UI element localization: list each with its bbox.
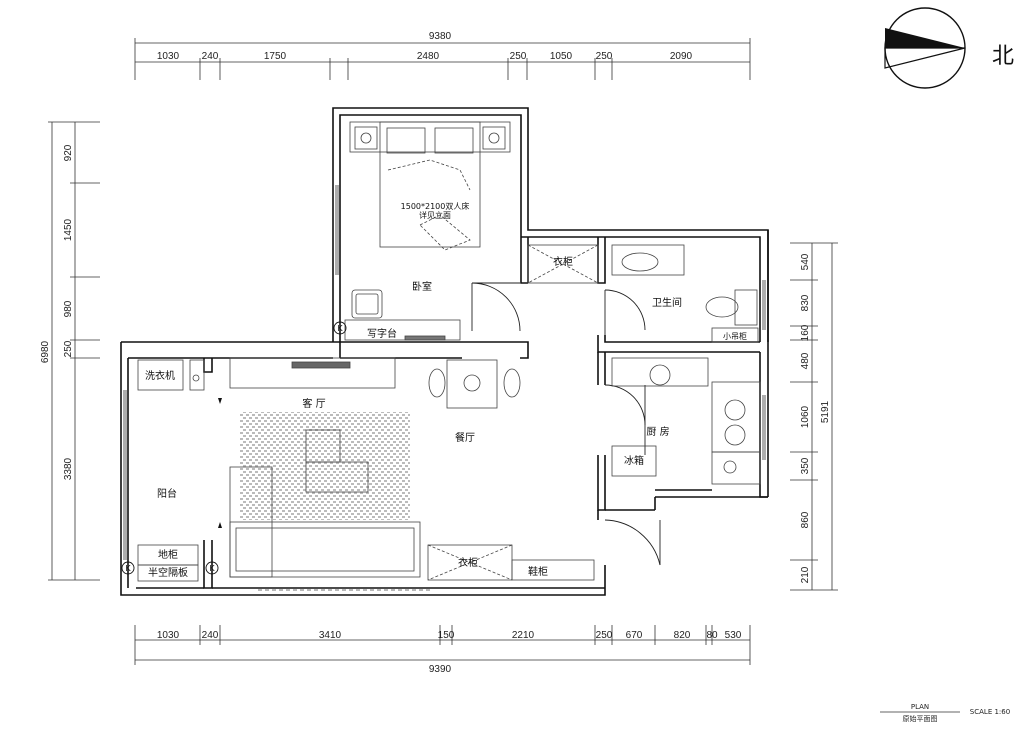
headboard	[349, 121, 511, 153]
wardrobe-bottom-label: 衣柜	[458, 556, 478, 569]
dimension-labels: 9380 1030 240 1750 2480 250 1050 250 2090 1030 2…	[40, 31, 831, 675]
dims-bottom-5: 250	[596, 630, 613, 641]
dims-top-0: 1030	[157, 51, 180, 62]
balcony-label: 阳台	[157, 487, 177, 500]
walls	[120, 107, 769, 596]
dims-top-1: 240	[202, 51, 219, 62]
fridge-label: 冰箱	[624, 454, 644, 467]
dims-left-1: 1450	[63, 218, 74, 241]
k-marker-living: K	[209, 564, 215, 573]
kitchen-label: 厨 房	[646, 425, 669, 438]
arrow-marks	[218, 398, 222, 528]
dims-left-3: 250	[63, 340, 74, 357]
dims-bottom-1: 240	[202, 630, 219, 641]
dims-left: 920 1450 980 250 3380	[63, 144, 74, 480]
dim-left-total: 6980	[40, 340, 51, 363]
dim-right-total: 5191	[820, 400, 831, 423]
north-label: 北	[992, 44, 1014, 69]
dimension-lines	[48, 38, 838, 665]
bed-note-detail: 详见立面	[419, 210, 451, 220]
room-labels: 1500*2100双人床 详见立面 卧室 写字台 衣柜 卫生间 小吊柜 洗衣机 …	[145, 201, 747, 579]
dims-bottom-2: 3410	[319, 630, 342, 641]
dims-right: 540 830 160 480 1060 350 860 210	[800, 253, 811, 583]
dims-top: 1030 240 1750 2480 250 1050 250 2090	[157, 51, 693, 62]
dims-bottom-6: 670	[626, 630, 643, 641]
compass-needle-lower	[884, 47, 966, 69]
dims-bottom-9: 530	[725, 630, 742, 641]
dims-left-2: 980	[63, 300, 74, 317]
desk-label: 写字台	[367, 327, 397, 340]
dims-bottom-0: 1030	[157, 630, 180, 641]
k-marker-bedroom: K	[337, 324, 343, 333]
half-partition-label: 半空隔板	[148, 566, 188, 579]
shoe-cabinet-label: 鞋柜	[528, 565, 548, 578]
title-name: 原始平面图	[903, 714, 938, 723]
dims-right-4: 1060	[800, 405, 811, 428]
dims-right-0: 540	[800, 253, 811, 270]
k-marker-balcony: K	[125, 564, 131, 573]
washer-label: 洗衣机	[145, 369, 175, 382]
dims-top-2: 1750	[264, 51, 287, 62]
wardrobe-top-label: 衣柜	[553, 255, 573, 268]
dims-right-5: 350	[800, 457, 811, 474]
double-bed	[379, 121, 481, 248]
dims-left-4: 3380	[63, 457, 74, 480]
dim-bottom-total: 9390	[429, 664, 452, 675]
compass-needle-upper	[885, 28, 965, 48]
floor-cabinet-label: 地柜	[158, 548, 178, 561]
dims-right-3: 480	[800, 352, 811, 369]
doors	[471, 282, 661, 566]
dims-right-2: 160	[800, 324, 811, 341]
dims-bottom-7: 820	[674, 630, 691, 641]
dims-top-4: 250	[510, 51, 527, 62]
dims-bottom-8: 80	[706, 630, 718, 641]
title-plan: PLAN	[911, 703, 929, 711]
bathroom-label: 卫生间	[652, 296, 682, 309]
bed-note-size: 1500*2100双人床	[401, 201, 470, 211]
dims-right-7: 210	[800, 566, 811, 583]
windows	[123, 185, 766, 560]
dims-bottom-4: 2210	[512, 630, 535, 641]
dims-right-1: 830	[800, 294, 811, 311]
living-room-label: 客 厅	[302, 397, 325, 410]
small-cabinet-label: 小吊柜	[723, 331, 747, 341]
dims-top-5: 1050	[550, 51, 573, 62]
dims-top-6: 250	[596, 51, 613, 62]
title-block: PLAN 原始平面图 SCALE 1:60	[880, 703, 1010, 723]
dims-left-0: 920	[63, 144, 74, 161]
furniture	[137, 121, 761, 591]
dims-bottom: 1030 240 3410 150 2210 250 670 820 80 530	[157, 630, 742, 641]
dims-top-7: 2090	[670, 51, 693, 62]
north-compass	[884, 7, 966, 89]
title-scale: SCALE 1:60	[970, 708, 1010, 716]
dim-top-total: 9380	[429, 31, 452, 42]
dims-top-3: 2480	[417, 51, 440, 62]
k-markers	[121, 321, 347, 575]
bedroom-label: 卧室	[412, 280, 432, 293]
dining-label: 餐厅	[455, 431, 475, 444]
dims-bottom-3: 150	[438, 630, 455, 641]
dims-right-6: 860	[800, 511, 811, 528]
